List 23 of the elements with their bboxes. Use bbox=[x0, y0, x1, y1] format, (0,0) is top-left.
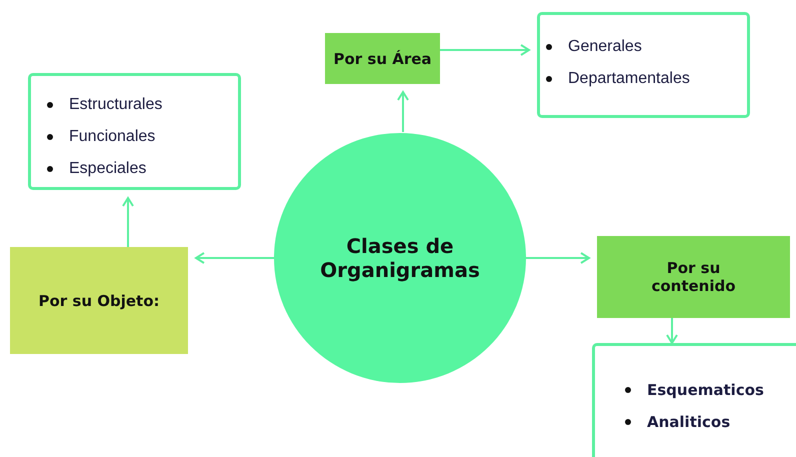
list-box bbox=[537, 12, 750, 118]
arrow bbox=[526, 252, 590, 264]
arrow bbox=[122, 197, 134, 247]
category-box bbox=[10, 247, 188, 354]
circle-title: Clases de Organigramas bbox=[319, 234, 481, 282]
arrow bbox=[440, 44, 530, 56]
category-box bbox=[325, 33, 440, 84]
category-label: Por su Área bbox=[333, 50, 432, 68]
arrow bbox=[397, 91, 409, 132]
category-label: Por su Objeto: bbox=[38, 292, 160, 310]
list-item: Estructurales bbox=[43, 89, 162, 121]
category-box bbox=[597, 236, 790, 318]
list-item: Funcionales bbox=[43, 121, 156, 153]
list-box bbox=[28, 73, 241, 190]
arrow bbox=[666, 318, 678, 344]
list-item: Analiticos bbox=[621, 406, 730, 438]
list-box bbox=[592, 343, 796, 457]
list-item: Especiales bbox=[43, 153, 146, 185]
list-item: Departamentales bbox=[542, 63, 690, 95]
category-label: Por su contenido bbox=[650, 259, 737, 295]
list-item: Esquematicos bbox=[621, 374, 764, 406]
arrow bbox=[195, 252, 274, 264]
list-item: Generales bbox=[542, 31, 642, 63]
